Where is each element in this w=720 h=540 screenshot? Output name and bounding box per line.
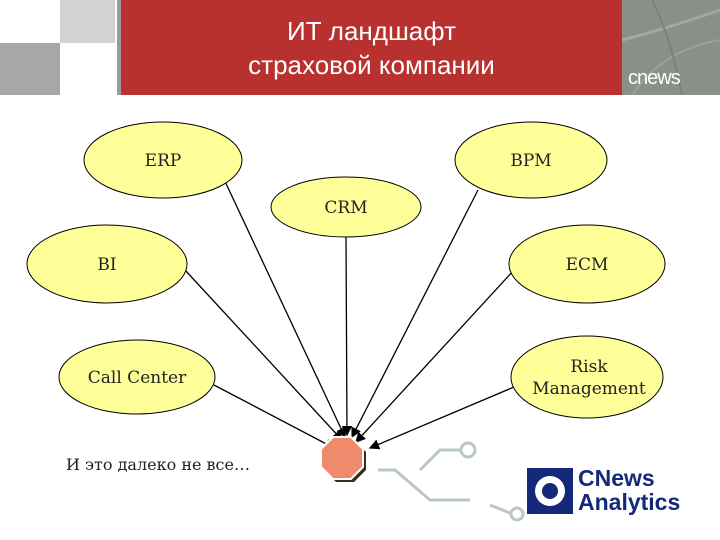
- node-call-center-label: Call Center: [88, 368, 187, 388]
- node-risk-label-line1: Risk: [570, 357, 608, 377]
- circuit-decoration: [378, 443, 523, 520]
- node-risk-management: [511, 336, 663, 418]
- hub-octagon: [321, 437, 363, 479]
- cnews-analytics-icon: [527, 468, 573, 514]
- brand-line-2: Analytics: [578, 490, 680, 514]
- cnews-analytics-text: CNews Analytics: [578, 466, 680, 514]
- edge-bi-hub: [185, 270, 342, 440]
- node-ecm-label: ECM: [566, 255, 609, 275]
- edge-crm-hub: [346, 235, 347, 435]
- edge-risk-hub: [370, 387, 514, 448]
- node-bi-label: BI: [97, 255, 116, 275]
- node-erp-label: ERP: [145, 151, 182, 171]
- node-bpm-label: BPM: [510, 151, 551, 171]
- footnote: И это далеко не все…: [66, 455, 250, 474]
- cnews-analytics-logo: CNews Analytics: [527, 466, 692, 518]
- brand-line-1: CNews: [578, 466, 680, 490]
- edge-ecm-hub: [356, 270, 514, 442]
- node-risk-label-line2: Management: [532, 379, 646, 399]
- node-crm-label: CRM: [324, 198, 367, 218]
- edge-callcenter-hub: [214, 385, 334, 448]
